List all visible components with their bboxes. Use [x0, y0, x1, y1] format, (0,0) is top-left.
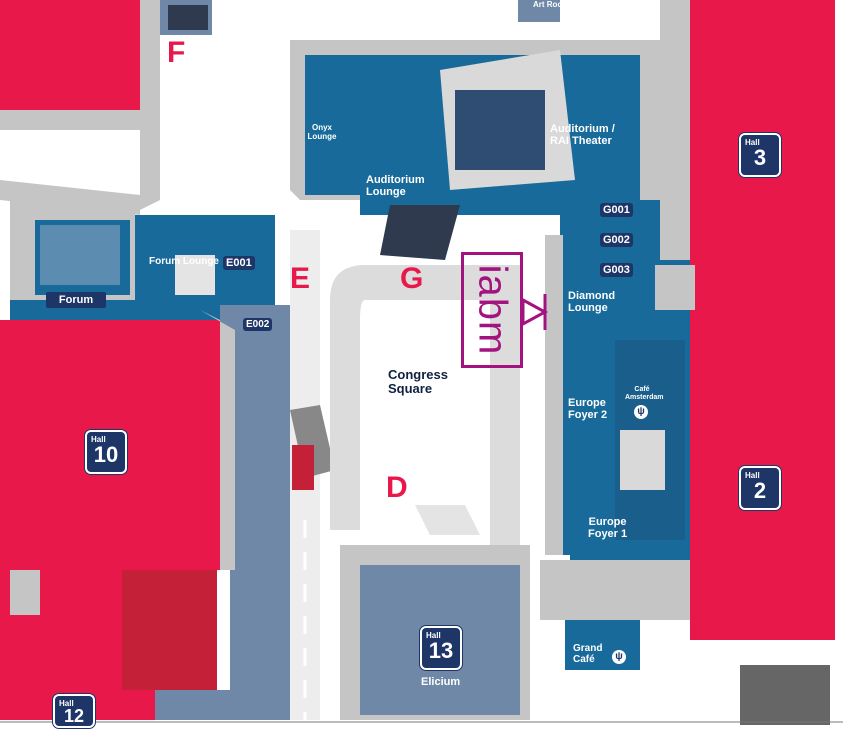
zone-e-label: E — [290, 262, 311, 295]
hall-block-top-left — [0, 0, 140, 110]
art-room-label: Art Room — [533, 0, 570, 9]
hall-word: Hall — [426, 631, 441, 640]
room-e002-badge: E002 — [243, 318, 273, 331]
diamond-lounge-label: Diamond Lounge — [568, 290, 616, 315]
europe-foyer-1-label: Europe Foyer 1 — [588, 516, 628, 541]
hall-number: 3 — [753, 145, 767, 170]
iabm-logo: iabm — [470, 264, 515, 356]
fork-knife-icon: ψ — [612, 650, 626, 664]
hall-12-badge: Hall 12 — [53, 694, 95, 728]
hall-3-badge: Hall 3 — [739, 133, 781, 177]
forum-lounge-label: Forum Lounge — [149, 256, 219, 267]
cafe-amsterdam-label: Café Amsterdam — [625, 386, 664, 401]
room-g003-badge: G003 — [600, 263, 633, 277]
room-g002-badge: G002 — [600, 233, 633, 247]
hall-word: Hall — [745, 138, 760, 147]
hall-number: 2 — [753, 478, 767, 503]
auditorium-lounge-label: Auditorium Lounge — [366, 174, 425, 199]
iabm-exhibitor-marker[interactable]: iabm — [461, 252, 523, 368]
fork-knife-icon: ψ — [634, 405, 648, 419]
congress-square-label: Congress Square — [388, 367, 448, 397]
grand-cafe-label: Grand Café — [573, 643, 603, 665]
zone-d-label: D — [386, 471, 408, 504]
auditorium-theater-label: Auditorium / RAI Theater — [550, 123, 615, 148]
room-e001-badge: E001 — [223, 256, 255, 270]
hall-word: Hall — [91, 435, 106, 444]
hall-2-badge: Hall 2 — [739, 466, 781, 510]
hall-13-badge: Hall 13 — [420, 626, 462, 670]
onyx-lounge-label: Onyx Lounge — [307, 123, 337, 141]
zone-g-label: G — [400, 262, 424, 295]
room-g001-badge: G001 — [600, 203, 633, 217]
hall-word: Hall — [59, 699, 74, 708]
hall-number: 13 — [428, 638, 454, 663]
forum-badge: Forum — [46, 292, 106, 308]
hall-10-badge: Hall 10 — [85, 430, 127, 474]
zone-f-label: F — [167, 36, 186, 69]
europe-foyer-2-label: Europe Foyer 2 — [568, 397, 608, 422]
hall-number: 12 — [63, 706, 85, 726]
hall-number: 10 — [93, 442, 119, 467]
hall-word: Hall — [745, 471, 760, 480]
elicium-label: Elicium — [421, 676, 461, 688]
